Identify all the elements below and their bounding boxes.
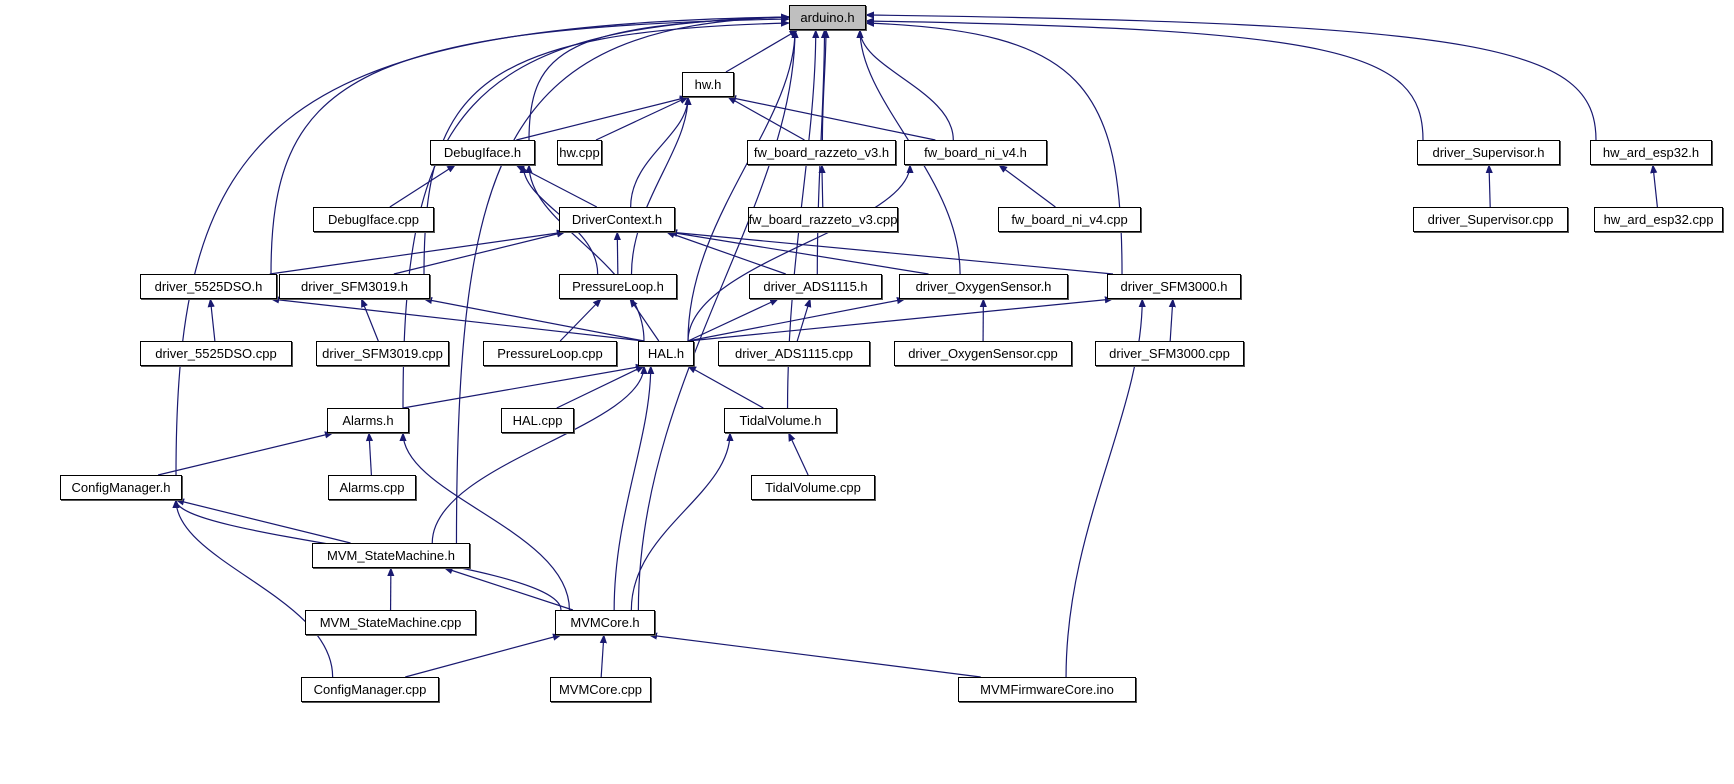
node-sfm3000-h[interactable]: driver_SFM3000.h bbox=[1107, 274, 1241, 299]
node-alarms-h[interactable]: Alarms.h bbox=[327, 408, 409, 433]
edge-ads1115-h-to-drivercontext-h bbox=[665, 231, 786, 275]
edge-esp32-h-to-arduino bbox=[865, 11, 1597, 141]
node-tidal-h[interactable]: TidalVolume.h bbox=[724, 408, 837, 433]
edge-config-h-to-alarms-h bbox=[157, 431, 334, 476]
edge-pressureloop-cpp-to-pressureloop-h bbox=[559, 298, 602, 342]
node-ads1115-h[interactable]: driver_ADS1115.h bbox=[749, 274, 882, 299]
node-pressureloop-cpp[interactable]: PressureLoop.cpp bbox=[483, 341, 617, 366]
edge-hw-h-to-arduino bbox=[725, 29, 799, 73]
edge-alarms-cpp-to-alarms-h bbox=[365, 432, 374, 476]
node-debugiface-h[interactable]: DebugIface.h bbox=[430, 140, 535, 165]
node-hal-h[interactable]: HAL.h bbox=[638, 341, 694, 366]
node-oxygen-h[interactable]: driver_OxygenSensor.h bbox=[899, 274, 1068, 299]
edge-razzeto-cpp-to-razzeto-h bbox=[818, 164, 826, 208]
edge-ads1115-cpp-to-ads1115-h bbox=[796, 298, 812, 342]
edge-hal-h-to-sfm3019-h bbox=[423, 296, 645, 342]
node-ads1115-cpp[interactable]: driver_ADS1115.cpp bbox=[718, 341, 870, 366]
edge-supervisor-cpp-to-supervisor-h bbox=[1485, 164, 1493, 208]
edge-hal-h-to-oxygen-h bbox=[687, 297, 906, 342]
node-hw-h[interactable]: hw.h bbox=[682, 72, 734, 97]
edge-config-cpp-to-mvmcore-h bbox=[405, 633, 562, 678]
node-config-h[interactable]: ConfigManager.h bbox=[60, 475, 182, 500]
edge-tidal-cpp-to-tidal-h bbox=[788, 432, 809, 476]
edge-mvmcore-h-to-alarms-h bbox=[399, 432, 571, 611]
edge-drivercontext-h-to-debugiface-h bbox=[515, 164, 598, 208]
node-drivercontext-h[interactable]: DriverContext.h bbox=[559, 207, 675, 232]
node-esp32-h[interactable]: hw_ard_esp32.h bbox=[1590, 140, 1712, 165]
edge-ni-v4-cpp-to-ni-v4-h bbox=[998, 164, 1056, 208]
node-config-cpp[interactable]: ConfigManager.cpp bbox=[301, 677, 439, 702]
edge-config-cpp-to-config-h bbox=[172, 499, 334, 678]
edge-alarms-h-to-hal-h bbox=[402, 363, 645, 409]
edge-ni-v4-h-to-arduino bbox=[856, 29, 954, 141]
edge-mvmcore-h-to-tidal-h bbox=[630, 432, 734, 611]
edge-hal-h-to-ads1115-h bbox=[687, 298, 779, 342]
edge-hal-h-to-sfm3000-h bbox=[687, 296, 1114, 342]
edge-hw-cpp-to-hw-h bbox=[595, 96, 689, 141]
edge-pressureloop-h-to-hw-h bbox=[630, 96, 692, 275]
node-statemachine-cpp[interactable]: MVM_StateMachine.cpp bbox=[305, 610, 476, 635]
edge-hal-h-to-pressureloop-h bbox=[629, 298, 660, 342]
edge-firmware-ino-to-mvmcore-h bbox=[648, 632, 981, 678]
edge-statemachine-h-to-arduino bbox=[455, 13, 790, 544]
node-dso-h[interactable]: driver_5525DSO.h bbox=[140, 274, 277, 299]
node-statemachine-h[interactable]: MVM_StateMachine.h bbox=[312, 543, 470, 568]
node-mvmcore-h[interactable]: MVMCore.h bbox=[555, 610, 655, 635]
node-ni-v4-h[interactable]: fw_board_ni_v4.h bbox=[904, 140, 1047, 165]
node-dso-cpp[interactable]: driver_5525DSO.cpp bbox=[140, 341, 292, 366]
edge-razzeto-h-to-hw-h bbox=[727, 96, 805, 141]
edge-hal-h-to-dso-h bbox=[270, 296, 645, 342]
edge-sfm3000-h-to-drivercontext-h bbox=[668, 229, 1114, 275]
edge-supervisor-h-to-arduino bbox=[865, 17, 1424, 141]
edge-config-h-to-arduino bbox=[175, 13, 790, 476]
node-hal-cpp[interactable]: HAL.cpp bbox=[501, 408, 574, 433]
edge-sfm3019-h-to-drivercontext-h bbox=[393, 230, 566, 275]
node-supervisor-cpp[interactable]: driver_Supervisor.cpp bbox=[1413, 207, 1568, 232]
edge-mvmcore-h-to-hal-h bbox=[613, 365, 655, 611]
node-tidal-cpp[interactable]: TidalVolume.cpp bbox=[751, 475, 875, 500]
edge-ni-v4-h-to-hw-h bbox=[727, 95, 936, 141]
node-oxygen-cpp[interactable]: driver_OxygenSensor.cpp bbox=[894, 341, 1072, 366]
node-supervisor-h[interactable]: driver_Supervisor.h bbox=[1417, 140, 1560, 165]
node-sfm3000-cpp[interactable]: driver_SFM3000.cpp bbox=[1095, 341, 1244, 366]
node-sfm3019-h[interactable]: driver_SFM3019.h bbox=[279, 274, 430, 299]
edge-debugiface-h-to-arduino bbox=[528, 13, 790, 141]
edge-razzeto-h-to-arduino bbox=[821, 29, 830, 141]
node-ni-v4-cpp[interactable]: fw_board_ni_v4.cpp bbox=[998, 207, 1141, 232]
edge-oxygen-h-to-drivercontext-h bbox=[668, 229, 929, 275]
edge-hal-h-to-arduino bbox=[687, 29, 799, 342]
node-sfm3019-cpp[interactable]: driver_SFM3019.cpp bbox=[316, 341, 449, 366]
edge-esp32-cpp-to-esp32-h bbox=[1650, 164, 1658, 208]
edge-sfm3000-h-to-arduino bbox=[865, 19, 1123, 275]
edge-debugiface-h-to-hw-h bbox=[516, 95, 689, 141]
node-arduino[interactable]: arduino.h bbox=[789, 5, 866, 30]
node-razzeto-h[interactable]: fw_board_razzeto_v3.h bbox=[747, 140, 896, 165]
edge-drivercontext-h-to-hw-h bbox=[630, 96, 692, 208]
edge-sfm3000-cpp-to-sfm3000-h bbox=[1168, 298, 1176, 342]
node-razzeto-cpp[interactable]: fw_board_razzeto_v3.cpp bbox=[748, 207, 898, 232]
edge-debugiface-cpp-to-debugiface-h bbox=[389, 164, 457, 208]
node-firmware-ino[interactable]: MVMFirmwareCore.ino bbox=[958, 677, 1136, 702]
node-esp32-cpp[interactable]: hw_ard_esp32.cpp bbox=[1594, 207, 1723, 232]
edge-statemachine-h-to-config-h bbox=[175, 498, 351, 544]
edge-sfm3019-cpp-to-sfm3019-h bbox=[360, 298, 379, 342]
node-debugiface-cpp[interactable]: DebugIface.cpp bbox=[313, 207, 434, 232]
node-hw-cpp[interactable]: hw.cpp bbox=[557, 140, 602, 165]
node-pressureloop-h[interactable]: PressureLoop.h bbox=[559, 274, 677, 299]
edge-pressureloop-h-to-drivercontext-h bbox=[613, 231, 621, 275]
edge-dso-h-to-drivercontext-h bbox=[269, 229, 566, 275]
edge-tidal-h-to-hal-h bbox=[687, 365, 764, 409]
node-mvmcore-cpp[interactable]: MVMCore.cpp bbox=[550, 677, 651, 702]
edge-mvmcore-cpp-to-mvmcore-h bbox=[599, 634, 607, 678]
edge-dso-cpp-to-dso-h bbox=[207, 298, 216, 342]
node-alarms-cpp[interactable]: Alarms.cpp bbox=[328, 475, 416, 500]
edge-statemachine-h-to-hal-h bbox=[431, 365, 648, 544]
edge-dso-h-to-arduino bbox=[270, 15, 790, 275]
edge-hal-cpp-to-hal-h bbox=[556, 365, 645, 409]
edge-hal-h-to-ni-v4-h bbox=[687, 164, 914, 342]
edge-mvmcore-h-to-arduino bbox=[637, 29, 799, 611]
edge-mvmcore-h-to-statemachine-h bbox=[443, 567, 574, 611]
